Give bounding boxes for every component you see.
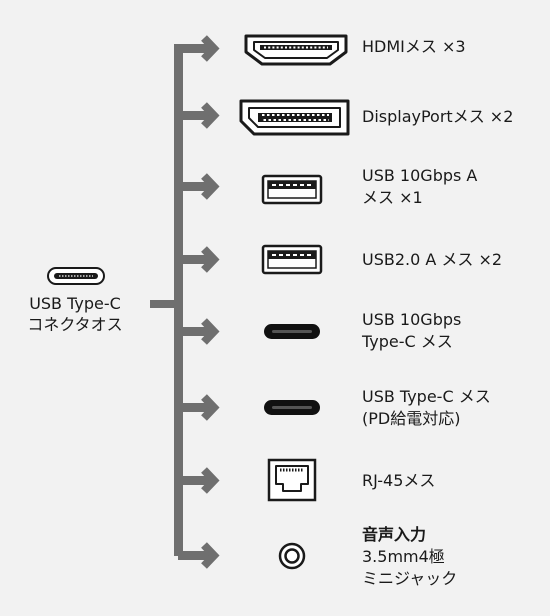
port-label-usb-10gbps-a: USB 10Gbps A メス ×1 [362,165,547,209]
rj45-port-icon [267,458,317,502]
port-label-line: (PD給電対応) [362,409,461,428]
branch-arrow [178,542,220,569]
usb-a-port-icon [261,244,323,275]
branch-arrow [178,318,220,345]
source-label-line: USB Type-C [29,294,121,313]
usb-c-port-icon [264,400,320,415]
port-label-line: Type-C メス [362,332,453,351]
port-label-audio-jack: 音声入力 3.5mm4極 ミニジャック [362,524,547,590]
port-label-line: DisplayPortメス ×2 [362,107,514,126]
port-label-line: USB Type-C メス [362,387,491,406]
port-label-line: ミニジャック [362,569,458,588]
port-label-hdmi: HDMIメス ×3 [362,36,547,58]
source-connector-line [150,300,178,308]
trunk-line [174,44,183,556]
usb-c-port-icon [264,324,320,339]
connection-tree [150,35,220,569]
port-label-line: 音声入力 [362,525,427,544]
port-label-line: メス ×1 [362,188,423,207]
audio-jack-icon [278,542,306,570]
port-label-usb-type-c-pd: USB Type-C メス (PD給電対応) [362,386,547,430]
port-label-line: HDMIメス ×3 [362,37,466,56]
port-label-line: USB 10Gbps A [362,166,478,185]
port-label-usb2-a: USB2.0 A メス ×2 [362,249,547,271]
port-label-line: USB2.0 A メス ×2 [362,250,503,269]
source-label-line: コネクタオス [27,315,123,334]
port-label-line: 3.5mm4極 [362,547,445,566]
branch-arrow [178,246,220,273]
displayport-port-icon [239,99,350,136]
branch-arrow [178,394,220,421]
source-connector-label: USB Type-C コネクタオス [0,293,150,335]
port-label-line: RJ-45メス [362,471,436,490]
port-label-usb-10gbps-type-c: USB 10Gbps Type-C メス [362,309,547,353]
port-label-line: USB 10Gbps [362,310,462,329]
usb-c-connector-icon [47,267,105,285]
branch-arrow [178,173,220,200]
usb-a-port-icon [261,174,323,205]
branch-arrow [178,467,220,494]
port-label-rj45: RJ-45メス [362,470,547,492]
branch-arrow [178,102,220,129]
port-label-displayport: DisplayPortメス ×2 [362,106,547,128]
branch-arrow [178,35,220,62]
hdmi-port-icon [244,34,348,66]
